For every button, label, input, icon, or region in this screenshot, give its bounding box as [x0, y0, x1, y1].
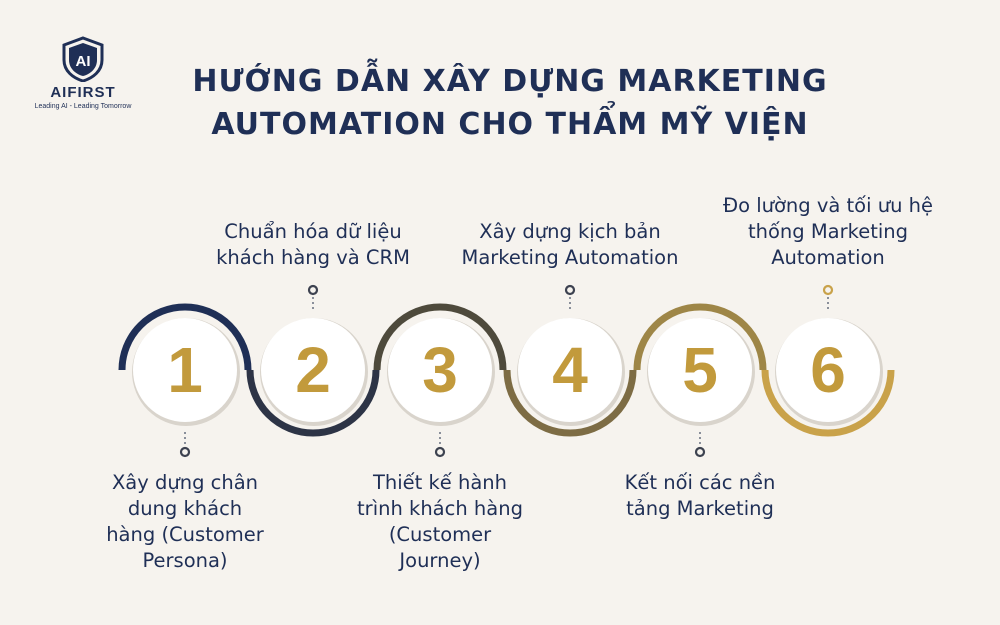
step-ring-arc [633, 303, 767, 371]
step-circle [648, 318, 752, 422]
step-number: 4 [552, 334, 588, 406]
step-circle [388, 318, 492, 422]
step-circle [261, 318, 365, 422]
step-connector-dot [307, 284, 319, 296]
step-label-5: Kết nối các nền tảng Marketing [580, 470, 820, 522]
step-number: 3 [422, 334, 458, 406]
step-ring-arc [118, 303, 252, 371]
step-label-line: tảng Marketing [626, 497, 774, 520]
step-number: 6 [810, 334, 846, 406]
step-number: 5 [682, 334, 718, 406]
step-circle [776, 318, 880, 422]
step-label-2: Chuẩn hóa dữ liệu khách hàng và CRM [193, 219, 433, 271]
step-label-line: (Customer [388, 523, 492, 546]
step-label-line: Persona) [142, 549, 228, 572]
step-label-line: trình khách hàng [357, 497, 523, 520]
step-connector-dot [179, 446, 191, 458]
step-label-line: hàng (Customer [106, 523, 264, 546]
step-ring-arc [246, 369, 380, 437]
brand-name: AIFIRST [50, 84, 116, 101]
logo-mark: AI [76, 53, 91, 70]
step-label-line: thống Marketing [747, 220, 909, 243]
step-circle [518, 318, 622, 422]
step-connector-dot [564, 284, 576, 296]
step-label-line: Marketing Automation [461, 246, 679, 269]
step-connector-dot [434, 446, 446, 458]
step-label-line: Automation [771, 246, 885, 269]
step-connector-dot [694, 446, 706, 458]
step-label-line: khách hàng và CRM [216, 246, 410, 269]
step-label-line: Thiết kế hành [372, 471, 508, 494]
step-number: 2 [295, 334, 331, 406]
step-ring-arc [373, 303, 507, 371]
aifirst-logo: AI AIFIRST Leading AI - Leading Tomorrow [28, 36, 138, 110]
step-label-line: dung khách [127, 497, 243, 520]
shield-logo-icon: AI [62, 36, 104, 82]
step-label-line: Xây dựng chân [111, 471, 259, 494]
step-ring-arc [761, 369, 895, 437]
step-label-line: Chuẩn hóa dữ liệu [224, 220, 402, 243]
step-ring-arc [503, 369, 637, 437]
page-title-line-1: HƯỚNG DẪN XÂY DỰNG MARKETING [192, 64, 828, 99]
step-connector-dot [822, 284, 834, 296]
page-title-line-2: AUTOMATION CHO THẨM MỸ VIỆN [211, 107, 809, 142]
step-number: 1 [167, 334, 203, 406]
step-label-line: Xây dựng kịch bản [479, 220, 661, 243]
step-label-line: Kết nối các nền [624, 471, 776, 494]
step-label-line: Đo lường và tối ưu hệ [722, 194, 934, 217]
step-circle [133, 318, 237, 422]
step-label-line: Journey) [399, 549, 481, 572]
brand-tagline: Leading AI - Leading Tomorrow [34, 103, 132, 110]
